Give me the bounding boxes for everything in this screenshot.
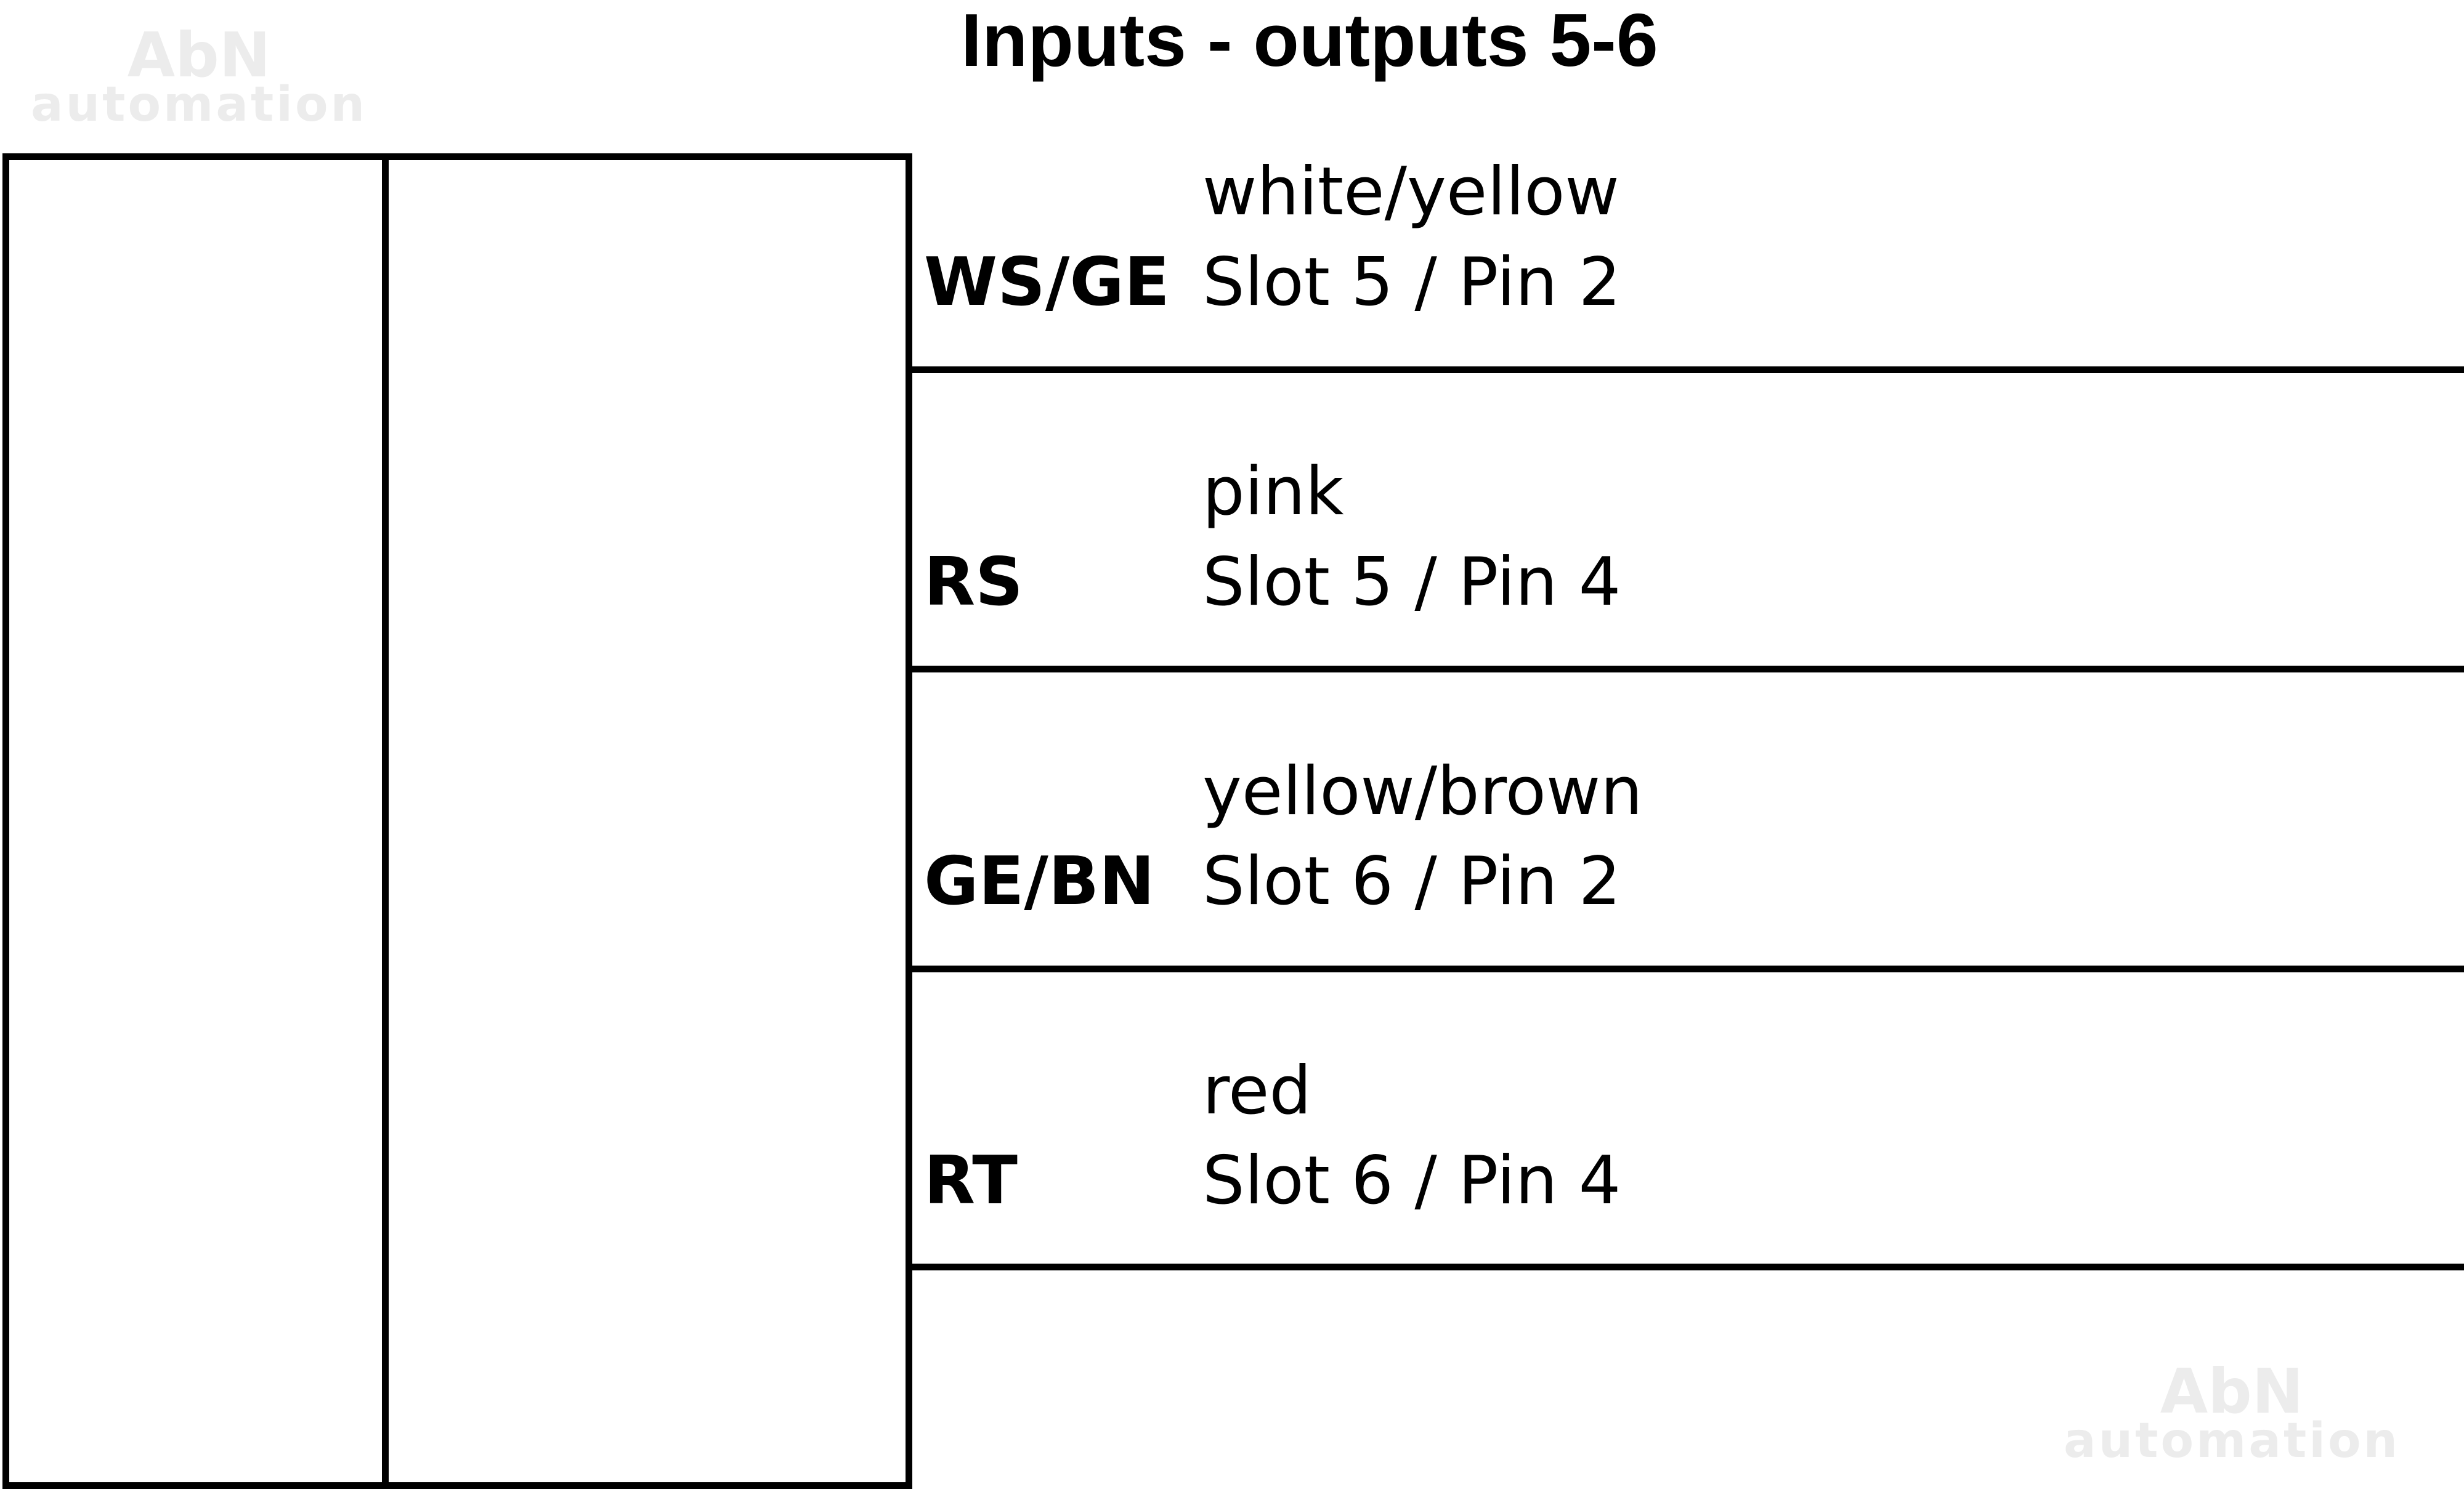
wire-abbreviation: WS/GE xyxy=(924,244,1170,321)
wire-abbreviation: GE/BN xyxy=(924,843,1155,920)
wire-line xyxy=(906,966,2464,972)
wire-color-label: white/yellow xyxy=(1202,153,1619,230)
wire-slot-pin: Slot 5 / Pin 2 xyxy=(1202,244,1621,321)
diagram-title: Inputs - outputs 5-6 xyxy=(961,0,1658,82)
wire-color-label: pink xyxy=(1202,453,1344,530)
wire-line xyxy=(906,666,2464,672)
watermark-subtitle: automation xyxy=(2064,1413,2401,1469)
wire-color-label: red xyxy=(1202,1052,1312,1129)
wire-line xyxy=(906,1264,2464,1270)
wire-color-label: yellow/brown xyxy=(1202,753,1643,830)
watermark-logo-bottom: AbN automation xyxy=(2064,1355,2401,1469)
wire-slot-pin: Slot 5 / Pin 4 xyxy=(1202,544,1621,621)
watermark-logo-top: AbN automation xyxy=(31,19,368,132)
watermark-name: AbN xyxy=(2160,1355,2304,1427)
wire-abbreviation: RT xyxy=(924,1142,1018,1219)
wire-slot-pin: Slot 6 / Pin 2 xyxy=(1202,843,1621,920)
watermark-subtitle: automation xyxy=(31,77,368,132)
wire-line xyxy=(906,366,2464,373)
wire-slot-pin: Slot 6 / Pin 4 xyxy=(1202,1142,1621,1219)
connector-divider xyxy=(382,153,389,1487)
watermark-name: AbN xyxy=(127,19,271,91)
wire-abbreviation: RS xyxy=(924,544,1023,621)
connector-housing xyxy=(2,153,912,1489)
